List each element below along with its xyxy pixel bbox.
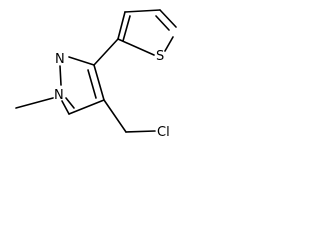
atom-s-thiophene: S	[156, 49, 164, 64]
bond-c3-c4-single	[93, 64, 105, 101]
atom-n-pyrazole-2: N	[55, 52, 65, 67]
bond-th-c2-c3	[117, 11, 126, 40]
bond-c3-thiophene	[93, 38, 119, 66]
atom-cl: Cl	[157, 125, 170, 140]
bond-th-s-c2	[117, 38, 155, 56]
bond-ch2-cl	[125, 130, 156, 133]
bond-c5-n1	[61, 100, 70, 115]
bond-c5-n1-double	[65, 97, 75, 109]
bond-th-c2-c3-double	[122, 15, 131, 42]
bond-th-c5-s	[164, 36, 174, 52]
structure-diagram: N N S Cl	[15, 9, 177, 140]
bond-c4-c5	[68, 99, 105, 115]
bond-n2-c3	[68, 56, 95, 66]
bond-n1-methyl	[15, 97, 54, 109]
bond-c4-ch2	[103, 99, 127, 133]
bond-c3-c4-double-inner	[87, 69, 97, 99]
bond-th-c3-c4	[124, 9, 161, 13]
atom-n-pyrazole-1: N	[54, 88, 64, 103]
bond-th-c4-c5	[159, 9, 177, 28]
bond-th-c4-c5-double	[155, 15, 170, 31]
bond-n2-n1	[59, 65, 62, 86]
